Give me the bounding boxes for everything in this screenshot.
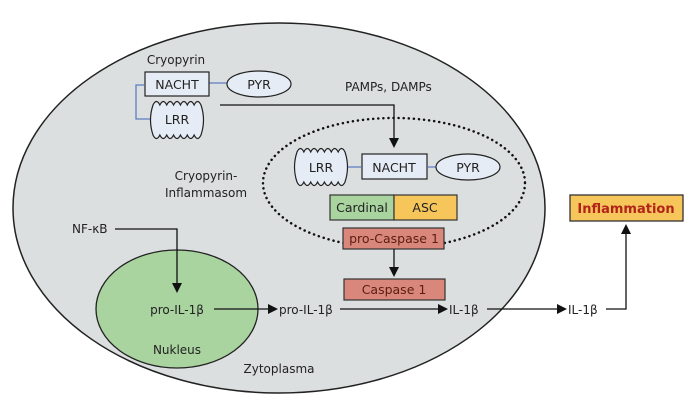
inflammation-arrow [606, 224, 631, 310]
inflammation-box [569, 194, 684, 222]
inflammasome-label-line1: Cryopyrin- [175, 169, 238, 183]
caspase-box [343, 278, 446, 301]
cryopyrin-lrr-label: LRR [165, 112, 190, 127]
cryopyrin-nacht-box [144, 71, 210, 97]
cyto-pro-il1b-label: pro-IL-1β [279, 303, 333, 317]
cardinal-label: Cardinal [336, 200, 388, 215]
inflammasome-nacht-label: NACHT [372, 160, 416, 175]
asc-box [393, 194, 458, 221]
inflammation-label: Inflammation [577, 202, 674, 217]
asc-label: ASC [412, 200, 437, 215]
il1b-inside-label: IL-1β [449, 303, 479, 317]
inflammasome-lrr-label: LRR [309, 160, 334, 175]
cryopyrin-label: Cryopyrin [147, 53, 205, 67]
cryopyrin-link-lines [135, 82, 228, 120]
inflammasome-label-line2: Inflammasom [165, 186, 247, 200]
cryopyrin-pyr-ellipse [226, 70, 292, 98]
pamps-damps-label: PAMPs, DAMPs [345, 80, 432, 94]
il1b-outside-label: IL-1β [568, 303, 598, 317]
nucleus-pro-il1b-label: pro-IL-1β [150, 303, 204, 317]
nfkb-label: NF-κB [72, 222, 108, 236]
inflammasome-pyr-ellipse [435, 153, 501, 181]
nucleus-label: Nukleus [153, 343, 201, 357]
activation-arrow [220, 104, 399, 148]
caspase-label: Caspase 1 [362, 282, 427, 297]
pro-caspase-label: pro-Caspase 1 [349, 231, 439, 246]
nfkb-arrow [115, 228, 182, 293]
cryopyrin-nacht-label: NACHT [155, 77, 199, 92]
cytoplasm-label: Zytoplasma [244, 362, 315, 376]
cardinal-box [329, 194, 395, 221]
inflammasome-pyr-label: PYR [456, 160, 480, 175]
inflammasome-lrr-coil [293, 147, 349, 187]
cryopyrin-lrr-coil [149, 100, 205, 140]
cryopyrin-pyr-label: PYR [247, 77, 271, 92]
inflammasome-nacht-box [361, 153, 428, 180]
